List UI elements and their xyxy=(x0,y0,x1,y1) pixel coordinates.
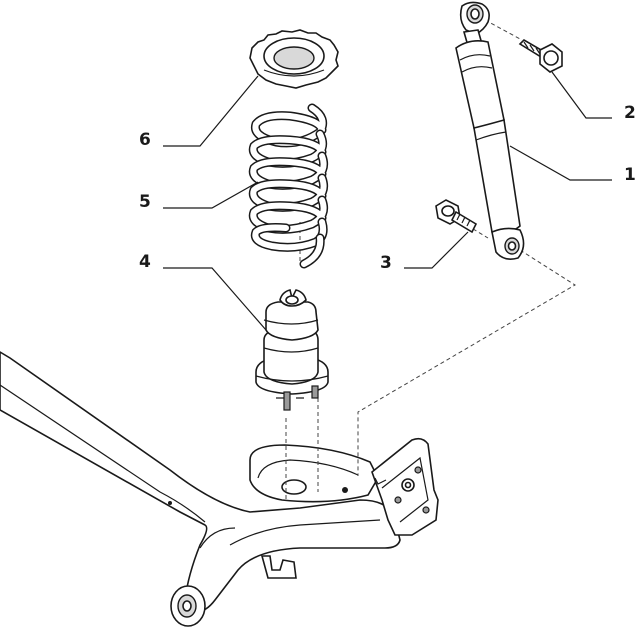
assembly-guide-lines xyxy=(285,19,576,500)
callout-5: 5 xyxy=(139,192,151,212)
callout-3: 3 xyxy=(380,253,392,273)
bump-stop-buffer xyxy=(255,289,329,411)
rear-axle-beam xyxy=(0,351,401,613)
callout-6: 6 xyxy=(139,130,151,150)
spring-seat-plate xyxy=(249,444,379,503)
coil-spring xyxy=(248,103,329,269)
callout-labels: 6 5 4 3 2 1 xyxy=(139,103,636,273)
upper-bolt xyxy=(518,38,563,73)
callout-1: 1 xyxy=(624,165,636,185)
callout-4: 4 xyxy=(139,252,151,272)
upper-spring-seat-washer xyxy=(249,29,339,89)
shock-mount-bracket xyxy=(371,437,439,536)
leader-lines xyxy=(163,71,612,331)
lower-bolt xyxy=(435,199,478,234)
callout-2: 2 xyxy=(624,103,636,123)
pivot-bushing xyxy=(170,585,206,627)
shock-absorber xyxy=(455,1,525,260)
